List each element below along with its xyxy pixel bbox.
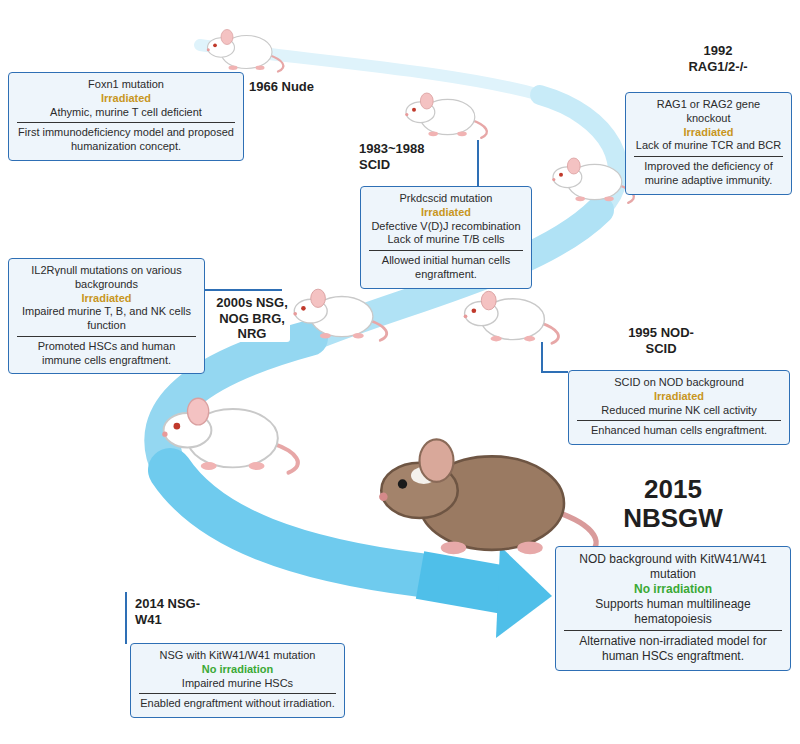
model-year-label: 2014 NSG-W41 — [133, 596, 209, 627]
significance-note: Improved the deficiency of murine adapti… — [634, 156, 783, 188]
significance-note: Alternative non-irradiated model for hum… — [564, 630, 782, 664]
significance-note: Allowed initial human cells engraftment. — [369, 250, 523, 282]
phenotype-text: Athymic, murine T cell deficient — [17, 106, 235, 120]
leader-line — [477, 140, 479, 186]
model-box: 1995 NOD-SCIDSCID on NOD backgroundIrrad… — [568, 370, 790, 445]
mutation-text: RAG1 or RAG2 gene knockout — [634, 98, 783, 126]
leader-line — [125, 592, 127, 644]
significance-note: First immunodeficiency model and propose… — [17, 122, 235, 154]
phenotype-text: Lack of murine TCR and BCR — [634, 139, 783, 153]
irradiation-status: Irradiated — [577, 390, 781, 404]
nsg-mouse — [293, 289, 386, 340]
irradiation-status: Irradiated — [634, 126, 783, 140]
rag-mouse — [552, 158, 634, 203]
mutation-text: NOD background with KitW41/W41 mutation — [564, 552, 782, 582]
mutation-text: IL2Rγnull mutations on various backgroun… — [17, 264, 196, 292]
nod-scid-mouse — [464, 291, 559, 343]
model-box: 2014 NSG-W41NSG with KitW41/W41 mutation… — [130, 643, 345, 718]
leader-lines — [126, 140, 568, 644]
mutation-text: SCID on NOD background — [577, 376, 781, 390]
model-year-label: 2000s NSG, NOG BRG, NRG — [214, 295, 290, 342]
leader-line — [205, 289, 282, 291]
phenotype-text: Defective V(D)J recombination Lack of mu… — [369, 220, 523, 248]
nude-mouse — [207, 30, 284, 72]
phenotype-text: Supports human multilineage hematopoiesi… — [564, 597, 782, 627]
mutation-text: NSG with KitW41/W41 mutation — [139, 649, 336, 663]
scid-mouse — [405, 93, 487, 138]
model-year-label: 1966 Nude — [247, 79, 341, 95]
irradiation-status: Irradiated — [17, 92, 235, 106]
nbsgw-mouse — [379, 439, 596, 558]
model-box: 1992 RAG1/2-/-RAG1 or RAG2 gene knockout… — [625, 92, 792, 195]
irradiation-status: Irradiated — [369, 206, 523, 220]
phenotype-text: Reduced murine NK cell activity — [577, 404, 781, 418]
irradiation-status: No irradiation — [564, 582, 782, 597]
phenotype-text: Impaired murine HSCs — [139, 677, 336, 691]
leader-line — [542, 342, 568, 372]
mutation-text: Prkdcscid mutation — [369, 192, 523, 206]
ribbon-segment — [420, 575, 505, 590]
model-year-label: 1983~1988 SCID — [357, 141, 443, 172]
significance-note: Enabled engraftment without irradiation. — [139, 693, 336, 711]
model-year-label: 1995 NOD-SCID — [617, 325, 705, 356]
mutation-text: Foxn1 mutation — [17, 78, 235, 92]
model-box: 1966 NudeFoxn1 mutationIrradiatedAthymic… — [8, 72, 244, 161]
model-box: 1983~1988 SCIDPrkdcscid mutationIrradiat… — [360, 186, 532, 289]
significance-note: Enhanced human cells engraftment. — [577, 420, 781, 438]
irradiation-status: Irradiated — [17, 292, 196, 306]
significance-note: Promoted HSCs and human immune cells eng… — [17, 336, 196, 368]
phenotype-text: Impaired murine T, B, and NK cells funct… — [17, 305, 196, 333]
model-box: 2000s NSG, NOG BRG, NRGIL2Rγnull mutatio… — [8, 258, 205, 374]
model-year-label: 1992 RAG1/2-/- — [671, 43, 765, 74]
ribbon-arrowhead — [496, 546, 552, 638]
model-box: 2015 NBSGWNOD background with KitW41/W41… — [555, 546, 791, 671]
nsg-w41-mouse — [162, 398, 298, 472]
model-year-label: 2015 NBSGW — [611, 475, 735, 532]
irradiation-status: No irradiation — [139, 663, 336, 677]
